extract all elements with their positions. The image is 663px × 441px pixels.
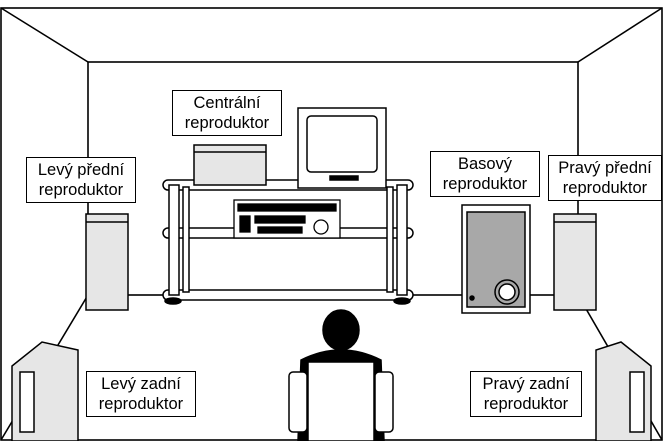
rear-right-speaker-label-line2: reproduktor	[474, 394, 578, 414]
center-speaker-label-line2: reproduktor	[176, 113, 278, 133]
subwoofer-label-line2: reproduktor	[434, 174, 536, 194]
subwoofer-label: Basový reproduktor	[430, 151, 540, 197]
tv	[298, 108, 386, 188]
front-right-speaker-label-line1: Pravý přední	[552, 158, 658, 178]
subwoofer-label-line1: Basový	[434, 154, 536, 174]
tv-rack	[163, 180, 413, 304]
rear-left-speaker-label-line1: Levý zadní	[90, 374, 192, 394]
center-speaker-label-line1: Centrální	[176, 93, 278, 113]
front-left-speaker	[86, 214, 128, 310]
listener	[289, 310, 393, 441]
rear-right-speaker	[596, 342, 651, 441]
front-left-speaker-label-line1: Levý přední	[30, 160, 132, 180]
front-right-speaker	[554, 214, 596, 310]
center-speaker-label: Centrální reproduktor	[172, 90, 282, 136]
av-receiver	[234, 200, 340, 238]
subwoofer	[462, 205, 530, 313]
front-left-speaker-label-line2: reproduktor	[30, 180, 132, 200]
rear-right-speaker-label: Pravý zadní reproduktor	[470, 371, 582, 417]
rear-left-speaker-label-line2: reproduktor	[90, 394, 192, 414]
front-right-speaker-label-line2: reproduktor	[552, 178, 658, 198]
front-right-speaker-label: Pravý přední reproduktor	[548, 155, 662, 201]
rear-left-speaker	[12, 342, 78, 441]
rear-right-speaker-label-line1: Pravý zadní	[474, 374, 578, 394]
front-left-speaker-label: Levý přední reproduktor	[26, 157, 136, 203]
rear-left-speaker-label: Levý zadní reproduktor	[86, 371, 196, 417]
center-speaker	[194, 145, 266, 185]
